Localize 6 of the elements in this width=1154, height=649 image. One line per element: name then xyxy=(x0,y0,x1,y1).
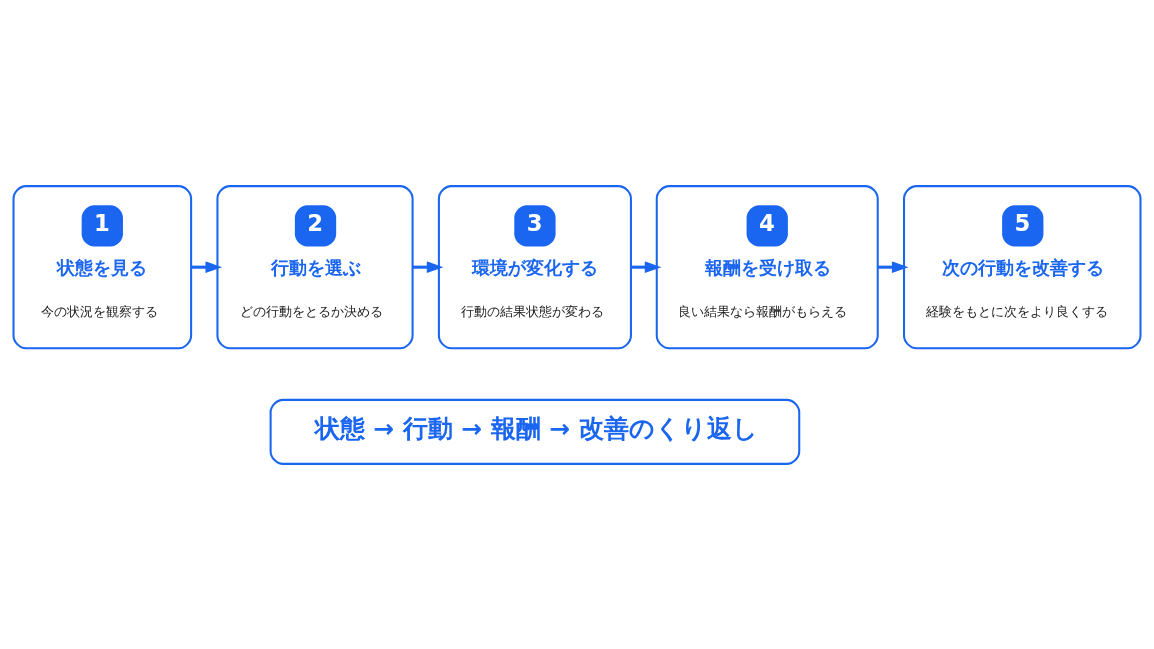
node-box: 4 報酬を受け取る 良い結果なら報酬がもらえる xyxy=(655,184,879,349)
node-box: 1 状態を見る 今の状況を観察する xyxy=(12,184,193,349)
node-box: 2 行動を選ぶ どの行動をとるか決める xyxy=(216,184,414,349)
node-box: 3 環境が変化する 行動の結果状態が変わる xyxy=(437,184,632,349)
node-box: 5 次の行動を改善する 経験をもとに次をより良くする xyxy=(903,184,1142,349)
node-box: 状態 → 行動 → 報酬 → 改善のくり返し xyxy=(269,398,801,465)
